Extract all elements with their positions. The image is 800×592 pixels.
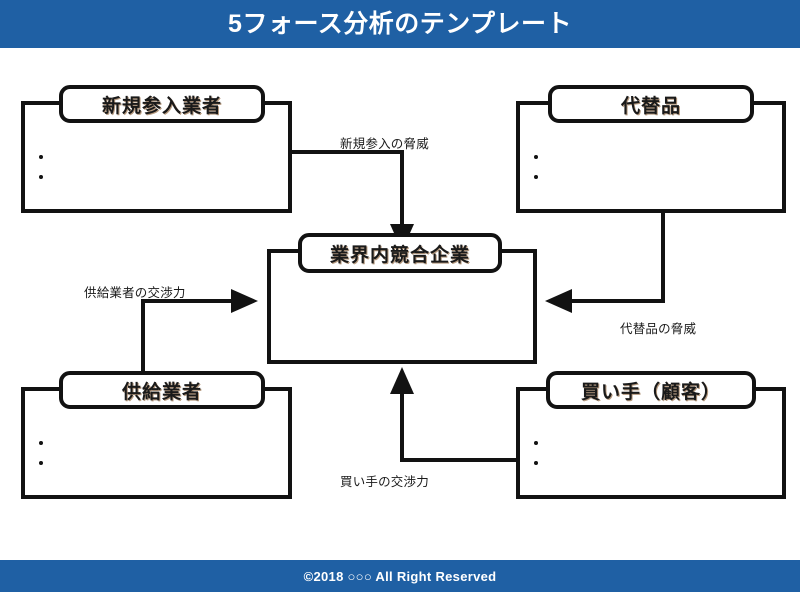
force-label-text: 供給業者 <box>121 381 202 403</box>
arrowhead-up-buyers <box>390 367 414 394</box>
list-item[interactable] <box>534 167 546 187</box>
force-label-new-entrants[interactable]: 新規参入業者 <box>59 85 265 123</box>
flow-label-bargaining-power-of-suppliers: 供給業者の交渉力 <box>84 286 186 300</box>
page-title: 5フォース分析のテンプレート <box>228 9 572 38</box>
force-label-text: 買い手（顧客） <box>580 381 721 403</box>
list-item[interactable] <box>534 433 546 453</box>
center-label-text: 業界内競合企業 <box>329 244 470 266</box>
force-label-suppliers[interactable]: 供給業者 <box>59 371 265 409</box>
five-forces-diagram: 新規参入業者 代替品 業界内競合企業 供給業者 <box>0 48 800 560</box>
connector-buyers <box>400 382 516 462</box>
list-item[interactable] <box>534 453 546 473</box>
list-item[interactable] <box>39 167 51 187</box>
bullet-list-buyers <box>534 433 546 473</box>
connector-new-entrants <box>292 150 404 236</box>
arrowhead-right-suppliers <box>231 289 258 313</box>
copyright-text: ©2018 ○○○ All Right Reserved <box>303 568 497 584</box>
connector-lines <box>141 150 665 462</box>
list-item[interactable] <box>39 453 51 473</box>
connector-suppliers <box>141 299 243 388</box>
list-item[interactable] <box>39 147 51 167</box>
force-label-buyers[interactable]: 買い手（顧客） <box>546 371 756 409</box>
list-item[interactable] <box>534 147 546 167</box>
force-label-substitutes[interactable]: 代替品 <box>548 85 754 123</box>
arrowhead-left-substitutes <box>545 289 572 313</box>
force-label-text: 代替品 <box>620 95 681 117</box>
footer-band: ©2018 ○○○ All Right Reserved <box>0 560 800 592</box>
bullet-list-substitutes <box>534 147 546 187</box>
list-item[interactable] <box>39 433 51 453</box>
force-label-text: 新規参入業者 <box>101 95 222 117</box>
flow-label-threat-of-substitutes: 代替品の脅威 <box>620 322 697 336</box>
flow-label-bargaining-power-of-buyers: 買い手の交渉力 <box>340 475 429 489</box>
center-label-rivalry[interactable]: 業界内競合企業 <box>298 233 502 273</box>
flow-label-threat-of-new-entrants: 新規参入の脅威 <box>340 137 429 151</box>
bullet-list-new-entrants <box>39 147 51 187</box>
bullet-list-suppliers <box>39 433 51 473</box>
connector-substitutes <box>560 213 665 303</box>
header-band: 5フォース分析のテンプレート <box>0 0 800 48</box>
